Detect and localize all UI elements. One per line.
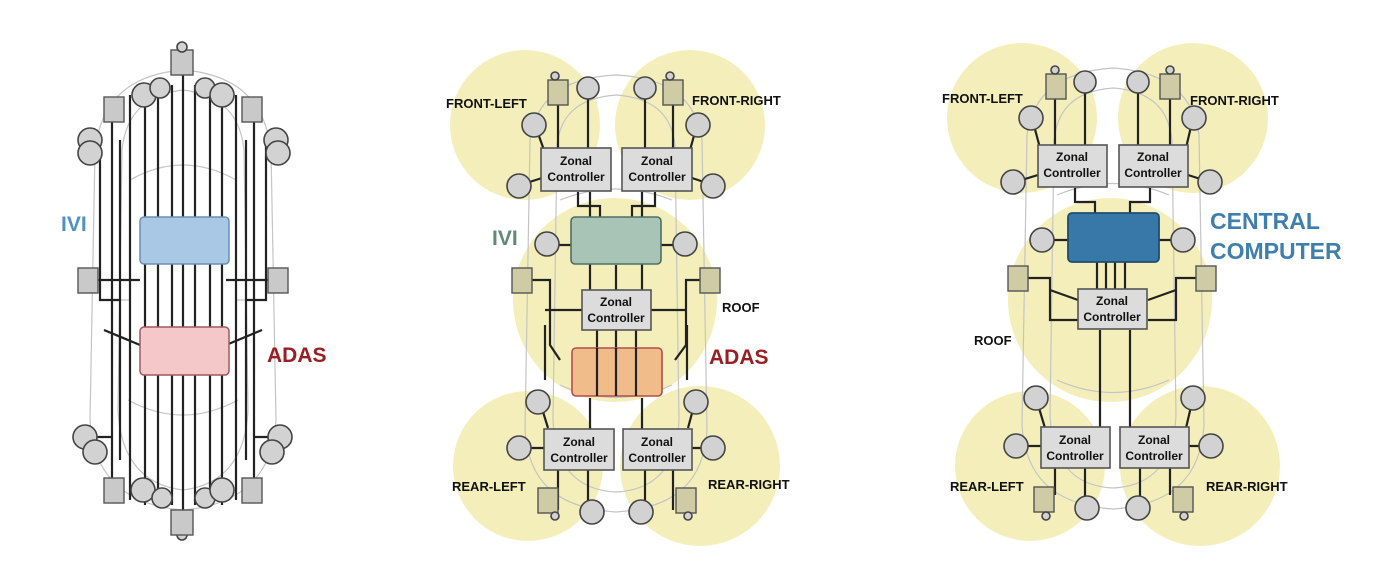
svg-text:Zonal: Zonal: [1056, 150, 1088, 164]
zonal-controller-rear-left-middle: Zonal Controller: [543, 428, 615, 471]
svg-text:Zonal: Zonal: [563, 435, 595, 449]
wiring-harness-left: [85, 60, 283, 520]
sensors-middle: [506, 71, 726, 525]
zonal-controllers-middle: Zonal Controller Zonal Controller Zonal …: [540, 147, 693, 471]
central-label-line2: COMPUTER: [1210, 238, 1342, 264]
ivi-ecu-middle: [570, 216, 662, 265]
svg-text:Controller: Controller: [1083, 310, 1141, 324]
svg-text:Zonal: Zonal: [1059, 433, 1091, 447]
svg-text:Zonal: Zonal: [1096, 294, 1128, 308]
roof-label-right: ROOF: [974, 333, 1012, 348]
panel-distributed: IVI ADAS: [61, 41, 327, 541]
front-left-label-middle: FRONT-LEFT: [446, 96, 527, 111]
rear-left-label-middle: REAR-LEFT: [452, 479, 526, 494]
svg-text:Zonal: Zonal: [641, 154, 673, 168]
ecu-boxes-left: [139, 216, 230, 376]
svg-text:Controller: Controller: [628, 451, 686, 465]
ecu-boxes-middle: [570, 216, 663, 397]
zonal-controller-front-right-right: Zonal Controller: [1118, 144, 1189, 188]
central-computer-box: [1067, 212, 1160, 263]
svg-text:Controller: Controller: [1043, 166, 1101, 180]
rear-right-label-right: REAR-RIGHT: [1206, 479, 1288, 494]
zonal-controllers-right: Zonal Controller Zonal Controller Zonal …: [1037, 144, 1190, 469]
adas-label-middle: ADAS: [709, 346, 769, 369]
adas-ecu-left: [139, 326, 230, 376]
central-computer-ecu: [1067, 212, 1160, 263]
adas-label-left: ADAS: [267, 344, 327, 367]
panel-zonal-domain: Zonal Controller Zonal Controller Zonal …: [446, 50, 790, 546]
zonal-controller-front-left-middle: Zonal Controller: [540, 147, 612, 192]
zonal-controller-rear-left-right: Zonal Controller: [1040, 426, 1111, 469]
front-right-label-right: FRONT-RIGHT: [1190, 93, 1279, 108]
rear-right-label-middle: REAR-RIGHT: [708, 477, 790, 492]
svg-text:Controller: Controller: [1125, 449, 1183, 463]
svg-text:Zonal: Zonal: [1138, 433, 1170, 447]
central-label-line1: CENTRAL: [1210, 208, 1320, 234]
svg-text:Controller: Controller: [1124, 166, 1182, 180]
sensors-right: [1000, 65, 1224, 521]
ivi-label-middle: IVI: [492, 227, 518, 250]
zonal-controller-roof-right: Zonal Controller: [1077, 288, 1148, 330]
roof-label-middle: ROOF: [722, 300, 760, 315]
svg-text:Zonal: Zonal: [641, 435, 673, 449]
svg-text:Zonal: Zonal: [560, 154, 592, 168]
svg-text:Controller: Controller: [1046, 449, 1104, 463]
svg-text:Controller: Controller: [547, 170, 605, 184]
svg-text:Controller: Controller: [587, 311, 645, 325]
rear-left-label-right: REAR-LEFT: [950, 479, 1024, 494]
panel-zonal-central: Zonal Controller Zonal Controller Zonal …: [942, 43, 1342, 546]
zonal-controller-rear-right-middle: Zonal Controller: [622, 428, 693, 471]
zonal-controller-rear-right-right: Zonal Controller: [1119, 426, 1190, 469]
ivi-ecu-left: [139, 216, 230, 265]
zonal-controller-roof-middle: Zonal Controller: [581, 289, 652, 331]
svg-text:Controller: Controller: [550, 451, 608, 465]
zonal-controller-front-left-right: Zonal Controller: [1037, 144, 1108, 188]
front-left-label-right: FRONT-LEFT: [942, 91, 1023, 106]
zonal-controller-front-right-middle: Zonal Controller: [621, 147, 693, 192]
svg-text:Controller: Controller: [628, 170, 686, 184]
ivi-label-left: IVI: [61, 213, 87, 236]
sensors-left: [72, 41, 293, 541]
front-right-label-middle: FRONT-RIGHT: [692, 93, 781, 108]
svg-text:Zonal: Zonal: [600, 295, 632, 309]
svg-text:Zonal: Zonal: [1137, 150, 1169, 164]
